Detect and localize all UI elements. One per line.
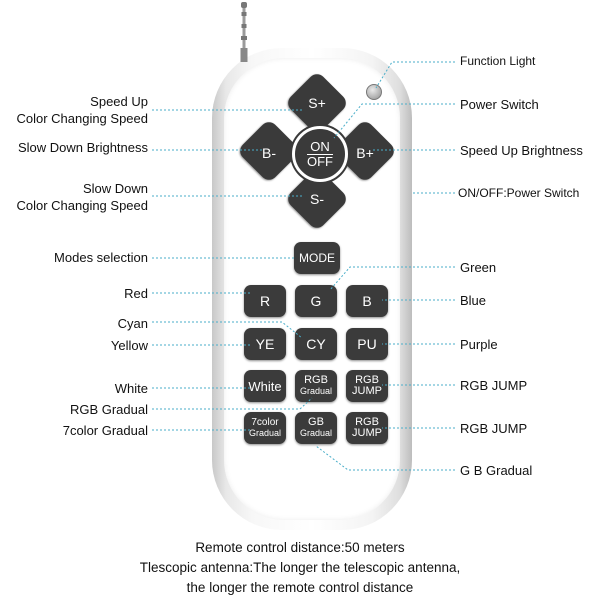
power-button[interactable]: ON OFF xyxy=(292,126,348,182)
label-power-switch: Power Switch xyxy=(460,97,539,112)
brightness-down-label[interactable]: B- xyxy=(262,145,276,161)
label-gb-gradual: G B Gradual xyxy=(460,463,533,478)
label-yellow: Yellow xyxy=(110,338,148,353)
footer-line-2: Tlescopic antenna:The longer the telesco… xyxy=(139,560,461,575)
footer-line-3: the longer the remote control distance xyxy=(186,580,414,595)
gb-gradual-top-label: GB xyxy=(308,416,324,428)
label-speed-up-line1: Speed Up xyxy=(90,94,148,109)
mode-label: MODE xyxy=(299,251,335,265)
footer-line-1: Remote control distance:50 meters xyxy=(195,540,405,555)
label-7color-gradual: 7color Gradual xyxy=(62,423,148,438)
green-button[interactable]: G xyxy=(295,285,337,317)
label-slow-down-line1: Slow Down xyxy=(82,181,148,196)
purple-button[interactable]: PU xyxy=(346,328,388,360)
label-speed-up: Speed Up Color Changing Speed xyxy=(16,93,148,127)
label-white: White xyxy=(114,381,148,396)
speed-up-label[interactable]: S+ xyxy=(308,95,326,111)
yellow-button[interactable]: YE xyxy=(244,328,286,360)
gb-gradual-bottom-label: Gradual xyxy=(299,428,333,438)
rgb-jump-2-bottom-label: JUMP xyxy=(352,427,382,439)
label-speed-up-line2: Color Changing Speed xyxy=(16,111,148,126)
white-label: White xyxy=(248,378,282,394)
power-off-label: OFF xyxy=(307,153,333,169)
label-cyan: Cyan xyxy=(117,316,148,331)
green-label: G xyxy=(310,293,322,309)
color7-gradual-top-label: 7color xyxy=(251,417,279,428)
color7-gradual-bottom-label: Gradual xyxy=(248,428,282,438)
label-slow-down: Slow Down Color Changing Speed xyxy=(16,180,148,214)
label-slow-down-brightness: Slow Down Brightness xyxy=(17,140,148,155)
purple-label: PU xyxy=(357,336,377,352)
label-function-light: Function Light xyxy=(460,54,536,68)
white-button[interactable]: White xyxy=(244,370,286,402)
red-button[interactable]: R xyxy=(244,285,286,317)
function-light-icon xyxy=(366,84,382,100)
rgb-jump-2-top-label: RGB xyxy=(355,416,379,428)
label-onoff-power-switch: ON/OFF:Power Switch xyxy=(458,186,580,200)
antenna-icon xyxy=(240,2,248,62)
mode-button[interactable]: MODE xyxy=(294,242,340,274)
label-rgb-gradual: RGB Gradual xyxy=(69,402,148,417)
cyan-label: CY xyxy=(306,336,326,352)
label-slow-down-line2: Color Changing Speed xyxy=(16,198,148,213)
blue-button[interactable]: B xyxy=(346,285,388,317)
label-rgb-jump-1: RGB JUMP xyxy=(460,378,528,393)
yellow-label: YE xyxy=(255,336,275,352)
rgb-gradual-bottom-label: Gradual xyxy=(299,386,333,396)
rgb-gradual-top-label: RGB xyxy=(304,374,328,386)
rgb-jump-1-top-label: RGB xyxy=(355,374,379,386)
footer-text: Remote control distance:50 meters Tlesco… xyxy=(0,538,600,598)
label-red: Red xyxy=(124,286,148,301)
cyan-button[interactable]: CY xyxy=(295,328,337,360)
label-modes-selection: Modes selection xyxy=(54,250,148,265)
slow-down-label[interactable]: S- xyxy=(310,191,324,207)
rgb-jump-1-bottom-label: JUMP xyxy=(352,385,382,397)
label-speed-up-brightness: Speed Up Brightness xyxy=(460,143,583,158)
label-rgb-jump-2: RGB JUMP xyxy=(460,421,528,436)
label-green: Green xyxy=(460,260,497,275)
red-label: R xyxy=(259,293,271,309)
label-blue: Blue xyxy=(460,293,487,308)
blue-label: B xyxy=(362,293,372,309)
label-purple: Purple xyxy=(460,337,498,352)
brightness-up-label[interactable]: B+ xyxy=(356,145,374,161)
power-on-label: ON xyxy=(310,138,330,154)
